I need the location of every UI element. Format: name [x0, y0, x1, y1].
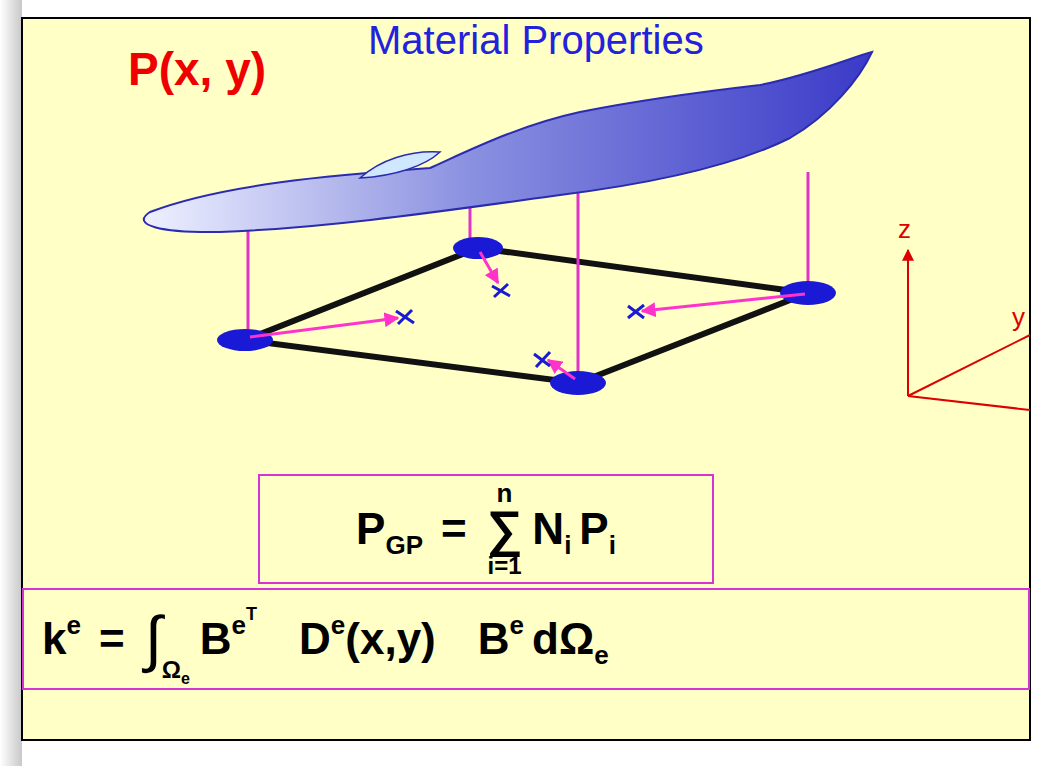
formula-symbol: i	[609, 530, 616, 561]
formula-symbol: k	[42, 617, 66, 661]
title-label: Material Properties	[368, 18, 704, 63]
summation: n∑i=1	[487, 480, 523, 578]
formula-term: Ni	[532, 507, 571, 551]
formula-symbol: e	[594, 640, 608, 671]
formula-symbol: P	[356, 507, 385, 551]
property-label: P(x, y)	[128, 42, 266, 96]
formula-box: PGP=n∑i=1NiPi	[258, 474, 714, 584]
formula-symbol: ∫	[145, 608, 162, 670]
formula-symbol: e	[181, 670, 190, 687]
axis-label: z	[898, 214, 911, 245]
formula-symbol: e	[66, 610, 80, 641]
axis-label: y	[1012, 302, 1025, 333]
formula-term: Be	[478, 617, 524, 661]
formula-symbol: P	[579, 507, 608, 551]
formula-symbol: n	[497, 480, 513, 506]
formula-symbol: i	[564, 530, 571, 561]
formula-term: BeT	[200, 617, 257, 661]
formula-term: dΩe	[532, 617, 609, 661]
formula-symbol: GP	[385, 530, 423, 561]
formula-symbol: Ω	[162, 656, 181, 683]
formula-term: De(x,y)	[299, 617, 436, 661]
formula-term: Pi	[579, 507, 616, 551]
formula-symbol: dΩ	[532, 617, 594, 661]
formula-symbol: e	[510, 610, 524, 641]
formula-symbol: e	[331, 610, 345, 641]
formula-term: ke	[42, 617, 81, 661]
formula-symbol: =	[441, 504, 467, 554]
integral: ∫Ωe	[145, 608, 190, 670]
formula-symbol: T	[246, 604, 257, 625]
formula-symbol: ∑	[487, 506, 523, 554]
formula-symbol: D	[299, 617, 331, 661]
formula-term: =	[431, 504, 477, 554]
formula-box: ke=∫ΩeBeTDe(x,y)BedΩe	[22, 588, 1030, 690]
formula-term: PGP	[356, 507, 423, 551]
formula-symbol: =	[99, 614, 125, 664]
formula-symbol: N	[532, 507, 564, 551]
formula-symbol: B	[478, 617, 510, 661]
formula-symbol: i=1	[488, 554, 522, 578]
formula-symbol: (x,y)	[345, 617, 435, 661]
formula-symbol: B	[200, 617, 232, 661]
formula-symbol: e	[232, 610, 246, 641]
integral-domain: Ωe	[162, 656, 190, 684]
formula-term: =	[89, 614, 135, 664]
